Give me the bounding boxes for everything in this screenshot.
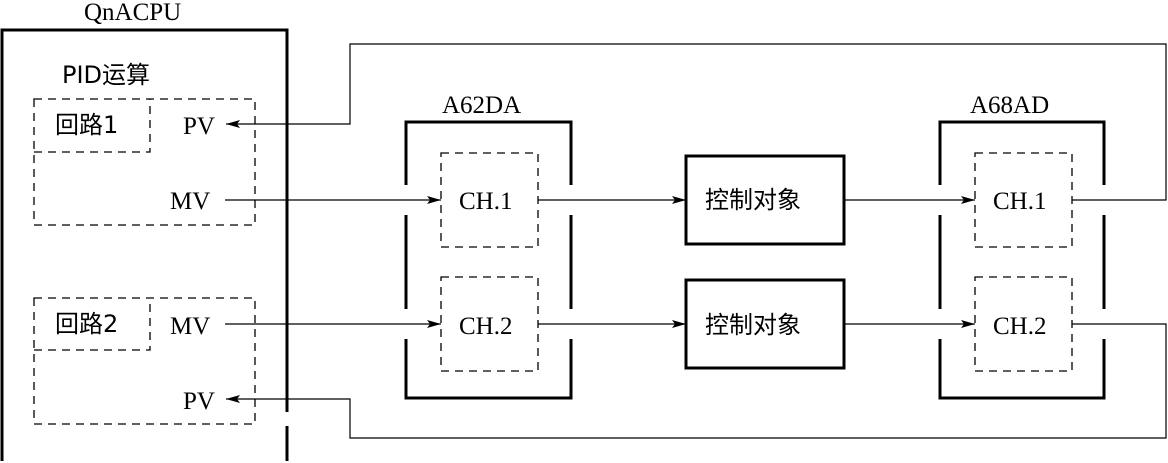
wire-ad-ch1-feedback-to-pv1: [226, 43, 1167, 201]
loop1-label-box: [34, 99, 151, 153]
plant-bottom-label: 控制对象: [705, 311, 801, 339]
ad-module: A68AD CH.1 CH.2: [938, 92, 1106, 400]
loop2-mv-label: MV: [170, 313, 210, 340]
ad-module-title: A68AD: [970, 92, 1049, 119]
cpu-block: QnACPU PID运算 回路1 PV MV 回路2 MV PV: [0, 0, 289, 461]
plant-top-label: 控制对象: [705, 186, 801, 214]
cpu-title: QnACPU: [84, 0, 181, 26]
loop2-label-box: [34, 298, 151, 351]
da-module-frame: [404, 120, 573, 400]
loop1-label: 回路1: [55, 111, 118, 139]
ad-ch1-label: CH.1: [993, 188, 1046, 215]
pid-label: PID运算: [62, 61, 150, 89]
loop1-mv-label: MV: [170, 188, 210, 215]
loop2-label: 回路2: [55, 310, 118, 338]
plant-bottom: 控制对象: [684, 278, 846, 370]
wire-ad-ch2-feedback-to-pv2: [226, 323, 1167, 439]
loop2-outer-box: [33, 297, 256, 425]
ad-module-frame: [938, 120, 1106, 400]
loop2-group: 回路2 MV PV: [33, 297, 256, 425]
da-ch2-label: CH.2: [459, 313, 512, 340]
signal-wires: [225, 43, 1167, 439]
da-module-title: A62DA: [442, 92, 521, 119]
loop2-pv-label: PV: [183, 388, 215, 415]
loop1-outer-box: [33, 98, 256, 226]
loop1-group: 回路1 PV MV: [33, 98, 256, 226]
da-module: A62DA CH.1 CH.2: [404, 92, 573, 400]
ad-ch2-label: CH.2: [993, 313, 1046, 340]
loop1-pv-label: PV: [183, 113, 215, 140]
da-ch1-label: CH.1: [459, 188, 512, 215]
plant-top: 控制对象: [684, 154, 846, 246]
cpu-frame: [0, 28, 289, 461]
